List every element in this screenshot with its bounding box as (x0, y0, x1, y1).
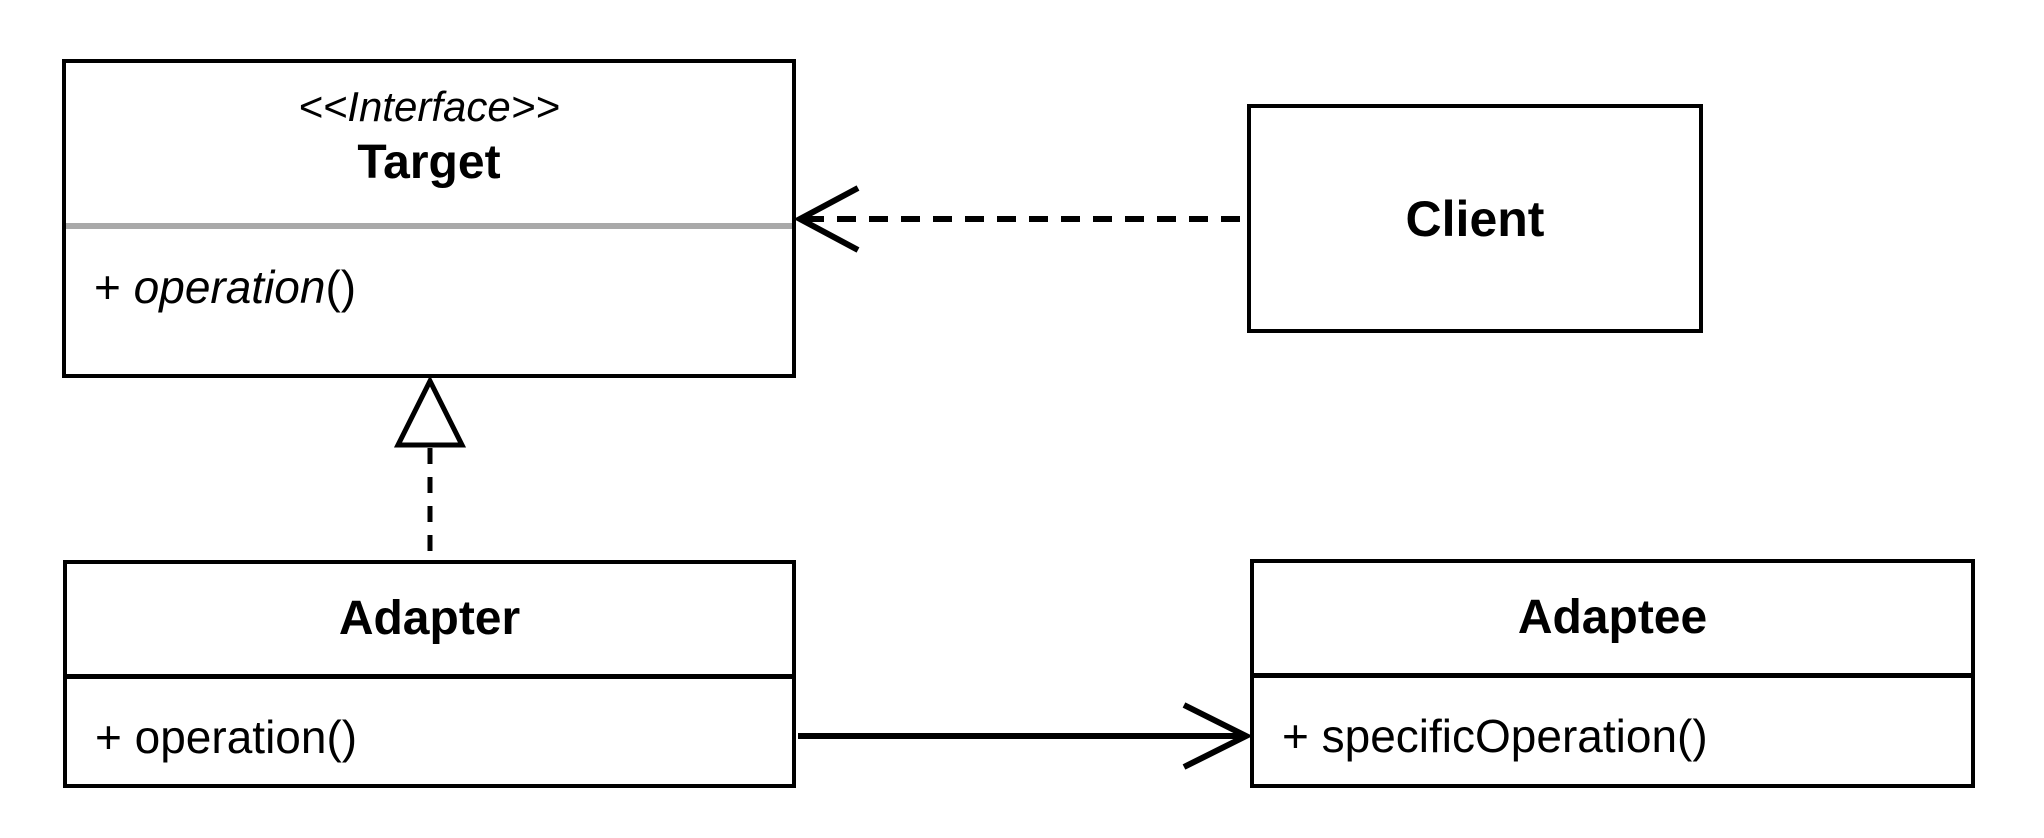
hollow-triangle-arrowhead-icon (393, 375, 467, 448)
adaptee-members-compartment: + specificOperation() (1254, 678, 1971, 784)
class-box-target: <<Interface>> Target + operation() (62, 59, 796, 378)
dependency-arrow-client-to-target (793, 185, 1247, 253)
target-class-name: Target (357, 136, 501, 189)
target-operation-prefix: + (94, 261, 134, 313)
adaptee-title-compartment: Adaptee (1254, 563, 1971, 678)
open-arrowhead-icon (793, 185, 860, 253)
open-arrowhead-icon (1182, 702, 1253, 770)
adapter-operation: + operation() (95, 710, 358, 763)
class-box-adapter: Adapter + operation() (63, 560, 796, 788)
adapter-title-compartment: Adapter (67, 564, 792, 679)
target-title-compartment: <<Interface>> Target (66, 63, 792, 229)
target-stereotype: <<Interface>> (298, 83, 560, 130)
class-box-client: Client (1247, 104, 1703, 333)
association-arrow-adapter-to-adaptee (798, 702, 1253, 770)
adapter-class-name: Adapter (338, 592, 521, 645)
target-operation-suffix: () (325, 261, 357, 313)
adaptee-class-name: Adaptee (1517, 591, 1708, 644)
client-class-name: Client (1405, 190, 1545, 247)
adaptee-operation: + specificOperation() (1282, 710, 1708, 762)
adapter-members-compartment: + operation() (67, 679, 792, 784)
realization-arrow-adapter-to-target (393, 375, 467, 558)
target-operation-name: operation (133, 261, 326, 313)
class-box-adaptee: Adaptee + specificOperation() (1250, 559, 1975, 788)
target-members-compartment: + operation() (66, 229, 792, 374)
